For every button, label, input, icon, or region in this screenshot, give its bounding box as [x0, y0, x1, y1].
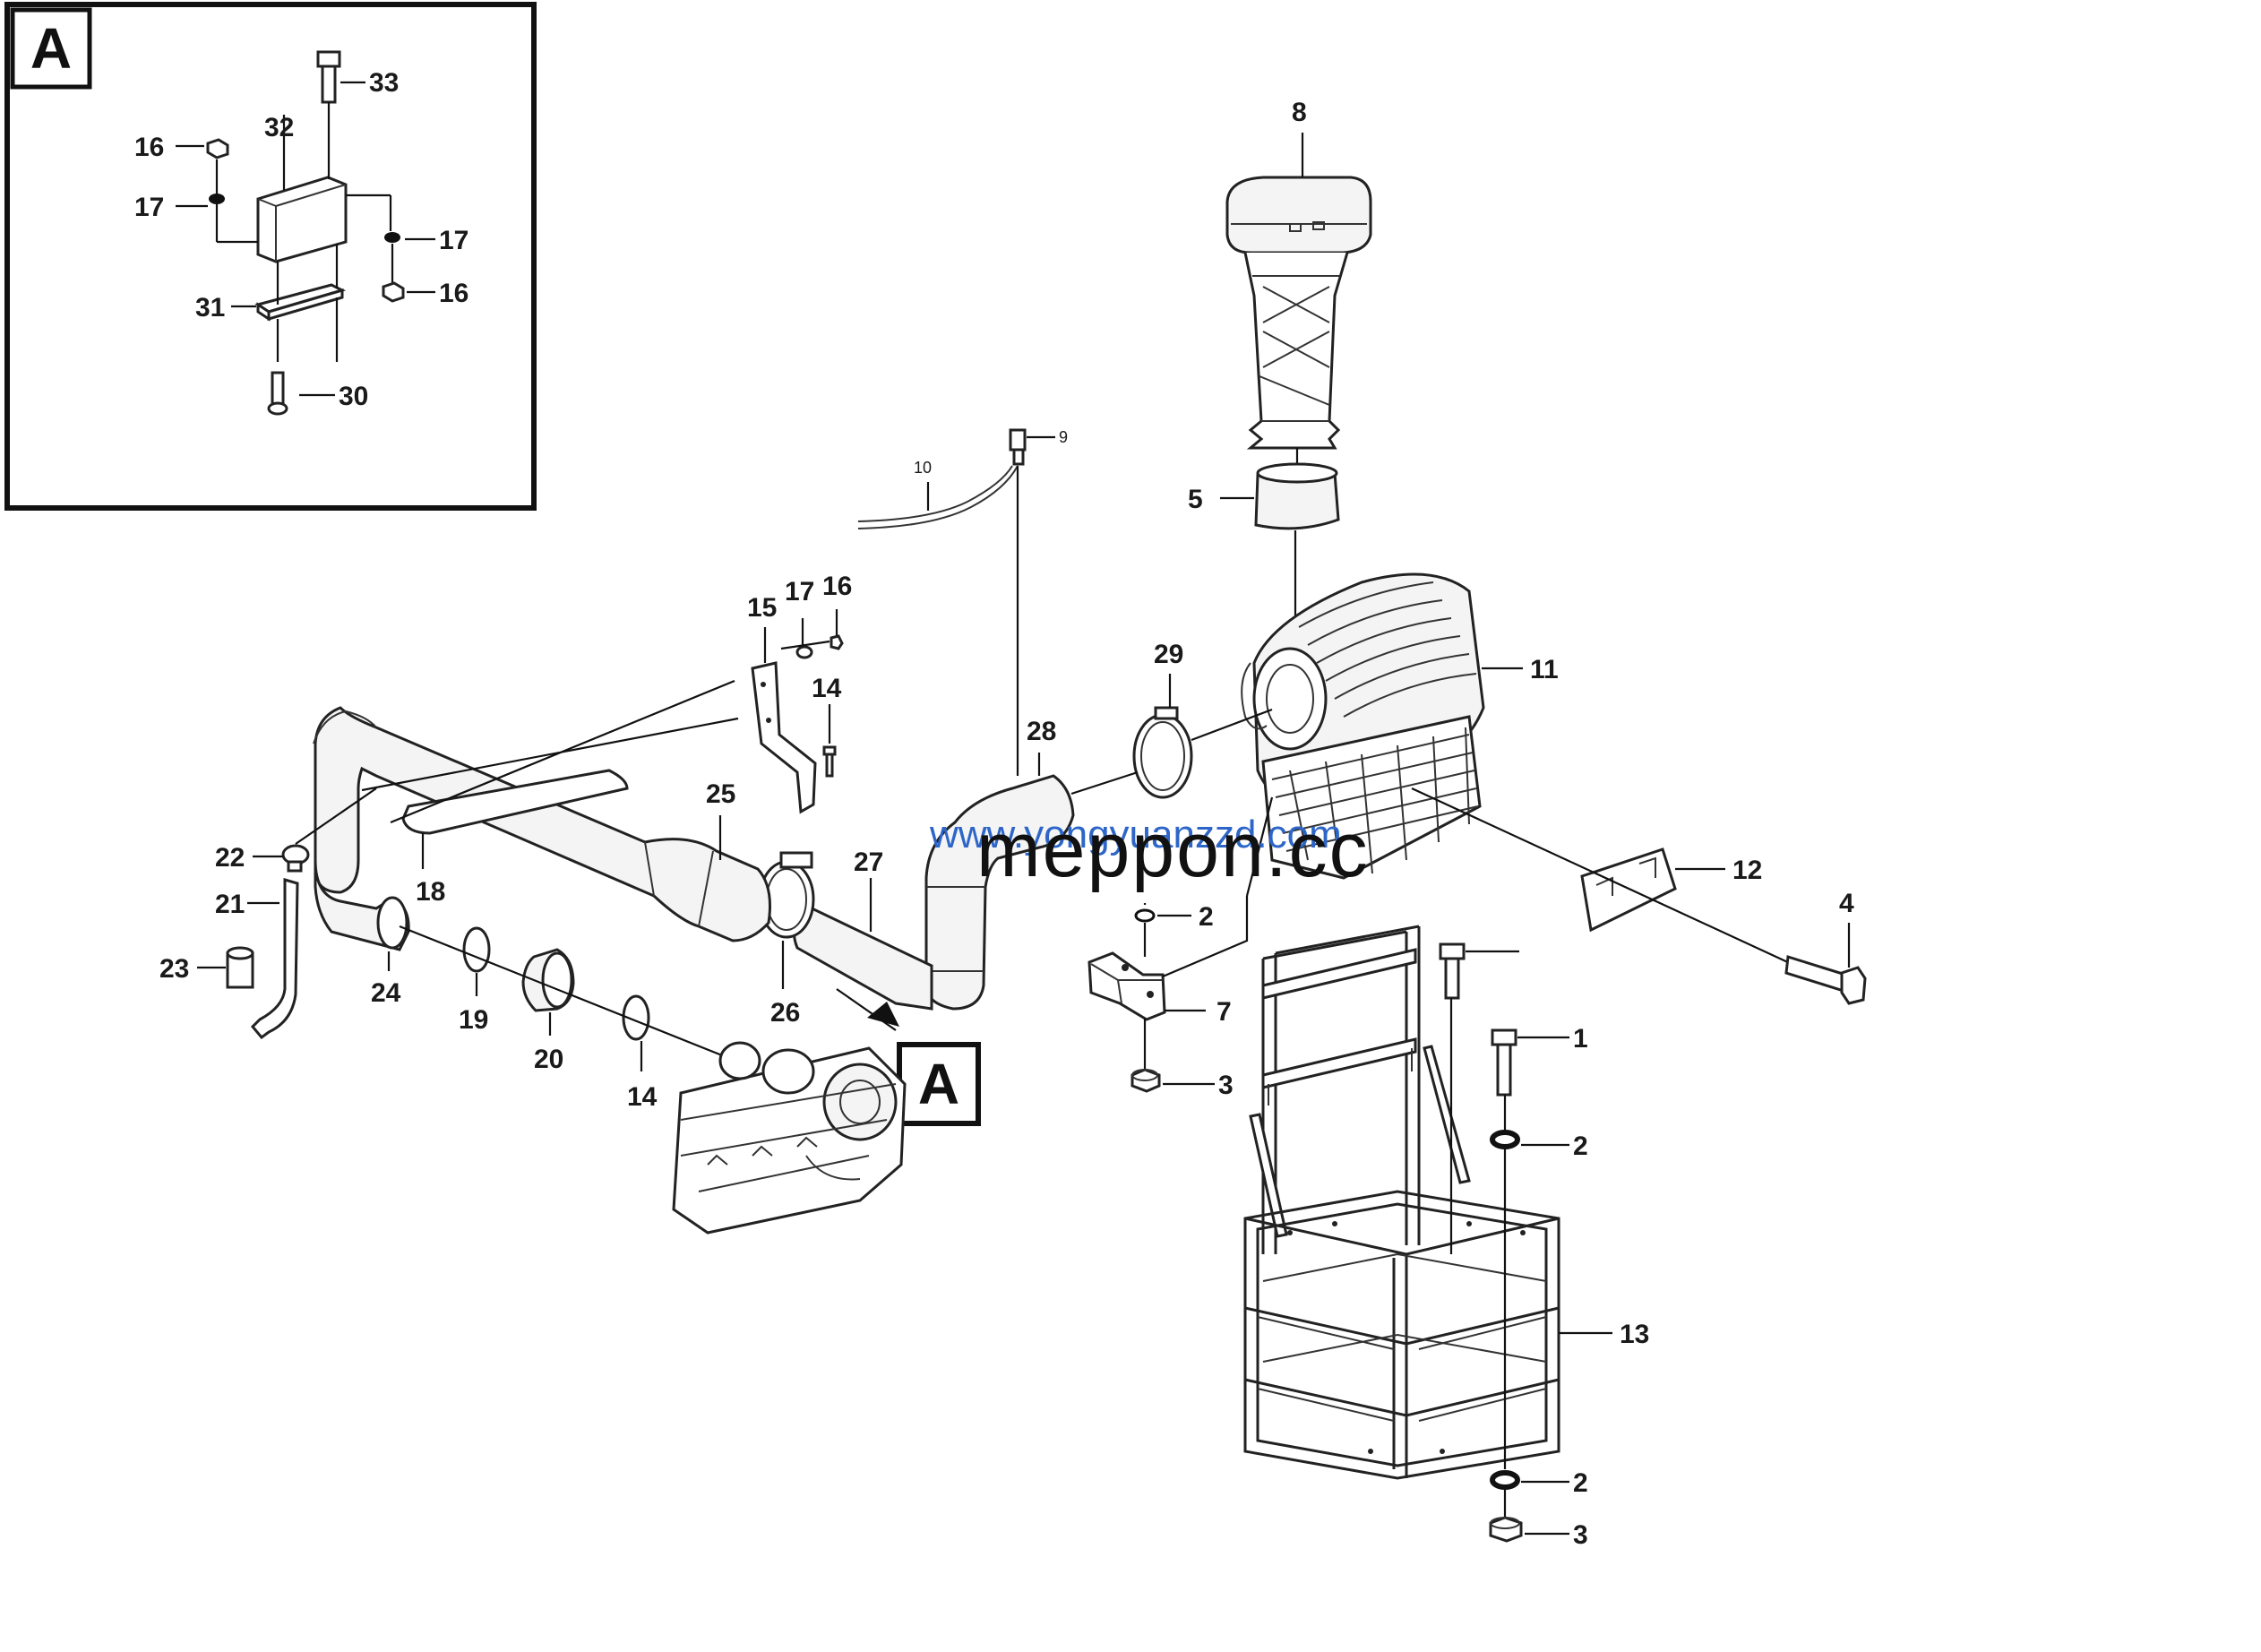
- hose-27: [792, 903, 933, 1011]
- label-1: 1: [1573, 1024, 1588, 1054]
- label-28: 28: [1027, 717, 1056, 746]
- plate-31-icon: [254, 283, 347, 322]
- label-18: 18: [416, 877, 445, 907]
- bracket-7: [1088, 951, 1166, 1021]
- nut-3-top-icon: [1130, 1068, 1161, 1093]
- ring-14-lower: [622, 994, 650, 1041]
- label-2-mid: 2: [1573, 1131, 1588, 1161]
- label-14-lower: 14: [627, 1082, 658, 1112]
- label-13: 13: [1620, 1320, 1649, 1349]
- label-21: 21: [215, 890, 245, 919]
- sensor-9-icon: [1009, 428, 1027, 466]
- clamp-26: [758, 851, 815, 939]
- watermark-brand: meppon.cc: [976, 807, 1370, 893]
- label-30: 30: [339, 382, 368, 411]
- label-19: 19: [459, 1005, 488, 1035]
- hose-21: [250, 878, 299, 1040]
- nut-16-icon: [206, 138, 229, 159]
- fitting-22-icon: [281, 844, 310, 873]
- label-4: 4: [1839, 889, 1854, 918]
- label-2-bottom: 2: [1573, 1468, 1588, 1498]
- bolt-14-icon: [822, 745, 837, 778]
- label-16-left: 16: [134, 133, 164, 162]
- label-11: 11: [1530, 655, 1559, 684]
- washer-17-right-icon: [384, 232, 400, 243]
- detail-tag-letter: A: [30, 16, 72, 81]
- clamp-29: [1132, 706, 1193, 799]
- nut-16-mid-icon: [830, 634, 844, 650]
- coupling-20: [521, 948, 575, 1012]
- pipe-24: [314, 859, 410, 951]
- screw-30-icon: [267, 371, 288, 416]
- label-17-mid: 17: [785, 577, 814, 607]
- label-16-mid: 16: [822, 572, 852, 601]
- label-20: 20: [534, 1045, 563, 1074]
- air-filter-11: [1241, 572, 1485, 880]
- label-12: 12: [1732, 856, 1762, 885]
- label-5: 5: [1188, 485, 1203, 514]
- label-2-top: 2: [1199, 902, 1214, 932]
- washer-2-top-icon: [1134, 908, 1156, 923]
- stand-bolt-icon: [1439, 942, 1466, 1000]
- bolt-4-icon: [1784, 955, 1867, 1005]
- pipe-18: [401, 769, 629, 835]
- callout-a: A: [836, 988, 981, 1126]
- detail-tag-box: [10, 7, 92, 90]
- ring-19: [462, 926, 491, 973]
- label-8: 8: [1292, 98, 1307, 127]
- bracket-15: [751, 661, 817, 814]
- label-24: 24: [371, 978, 401, 1008]
- bolt-33-icon: [316, 50, 341, 104]
- charge-pipe-25: [313, 706, 771, 942]
- label-3-bottom: 3: [1573, 1520, 1588, 1550]
- label-9: 9: [1059, 428, 1068, 446]
- label-17-right: 17: [439, 226, 469, 255]
- label-33: 33: [369, 68, 399, 98]
- nut-3-bottom-icon: [1489, 1516, 1523, 1543]
- watermark-url: www.yongyuanzzd.com: [929, 813, 1342, 856]
- label-27: 27: [854, 848, 883, 877]
- label-32: 32: [264, 113, 294, 142]
- label-17-left: 17: [134, 193, 164, 222]
- washer-2-bottom-icon: [1490, 1470, 1520, 1490]
- intake-pipe-8: [1225, 176, 1372, 450]
- label-14-upper: 14: [812, 674, 842, 703]
- label-23: 23: [159, 954, 189, 984]
- bolt-1-icon: [1491, 1028, 1517, 1097]
- callout-a-letter: A: [918, 1052, 959, 1116]
- sleeve-23-icon: [226, 946, 254, 989]
- label-26: 26: [770, 998, 800, 1028]
- label-31: 31: [195, 293, 225, 323]
- stand-frame-13: [1243, 925, 1560, 1480]
- washer-2-mid-icon: [1490, 1130, 1520, 1149]
- washer-17-mid-icon: [795, 645, 813, 659]
- label-15: 15: [747, 593, 777, 623]
- label-29: 29: [1154, 640, 1183, 669]
- label-16-right: 16: [439, 279, 469, 308]
- label-22: 22: [215, 843, 245, 873]
- callout-a-box: [897, 1042, 981, 1126]
- hose-10: [857, 465, 1013, 522]
- label-25: 25: [706, 779, 735, 809]
- detail-view-a: A 33 32 16 17 17: [4, 2, 537, 511]
- detail-frame: [4, 2, 537, 511]
- label-10: 10: [914, 459, 932, 477]
- clamp-block-32-icon: [256, 176, 348, 263]
- engine-turbo: [672, 1041, 907, 1235]
- rubber-sleeve-5: [1254, 462, 1340, 530]
- label-3-top: 3: [1218, 1071, 1234, 1100]
- label-7: 7: [1216, 997, 1232, 1027]
- nut-16-right-icon: [382, 281, 405, 303]
